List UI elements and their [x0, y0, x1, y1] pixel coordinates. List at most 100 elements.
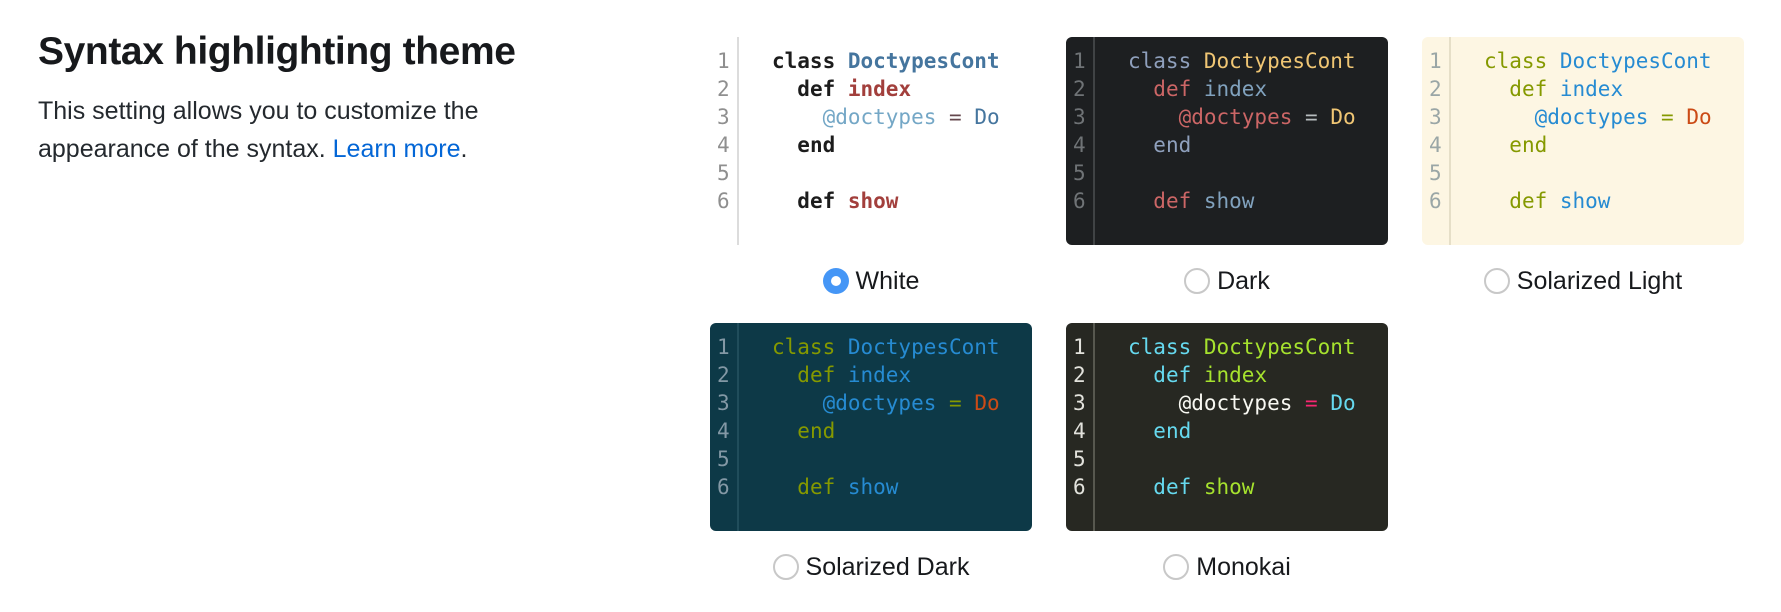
- line-number: 5: [717, 161, 730, 185]
- code-token: [1128, 391, 1179, 415]
- code-token: @doctypes: [1178, 105, 1293, 129]
- code-token: show: [847, 475, 899, 499]
- page-title: Syntax highlighting theme: [38, 30, 516, 73]
- line-number: 2: [1073, 77, 1086, 101]
- code-line: end: [1484, 131, 1744, 159]
- code-token: @doctypes: [822, 105, 937, 129]
- code-token: show: [1559, 189, 1611, 213]
- code-token: =: [949, 105, 962, 129]
- code-line: @doctypes = Do: [772, 103, 1032, 131]
- line-number: 2: [1429, 77, 1442, 101]
- code-token: [772, 133, 797, 157]
- code-line: def index: [772, 75, 1032, 103]
- line-number: 2: [717, 363, 730, 387]
- code-token: [1484, 77, 1509, 101]
- code-line: end: [772, 131, 1032, 159]
- code-token: [772, 189, 797, 213]
- code-token: def: [1153, 77, 1204, 101]
- code-line: [1484, 159, 1744, 187]
- theme-label-white: White: [855, 267, 920, 295]
- line-number: 3: [717, 391, 730, 415]
- line-number: 4: [717, 419, 730, 443]
- line-number: 3: [1429, 105, 1442, 129]
- code-token: show: [847, 189, 899, 213]
- code-token: end: [1509, 133, 1548, 157]
- code-token: def: [797, 475, 848, 499]
- code-token: [772, 105, 823, 129]
- code-token: Do: [1686, 105, 1712, 129]
- code-token: end: [797, 133, 836, 157]
- code-line: [1128, 445, 1388, 473]
- code-line: @doctypes = Do: [1484, 103, 1744, 131]
- code-line: def show: [1128, 187, 1388, 215]
- code-token: [962, 391, 975, 415]
- code-token: index: [1203, 77, 1268, 101]
- theme-label-solarized-dark: Solarized Dark: [805, 553, 970, 581]
- code-token: DoctypesCont: [1203, 335, 1356, 359]
- line-number: 3: [1073, 391, 1086, 415]
- code-token: show: [1203, 189, 1255, 213]
- code-token: [1128, 77, 1153, 101]
- theme-choice-solarized-light[interactable]: Solarized Light: [1483, 265, 1682, 297]
- code-token: [772, 77, 797, 101]
- code-token: index: [1559, 77, 1624, 101]
- line-number: 6: [1073, 189, 1086, 213]
- line-number: 1: [717, 49, 730, 73]
- code-token: [772, 475, 797, 499]
- theme-choice-monokai[interactable]: Monokai: [1163, 551, 1291, 583]
- code-token: class: [1128, 335, 1204, 359]
- code-token: [1318, 391, 1331, 415]
- code-sample: class DoctypesCont def index @doctypes =…: [739, 37, 1032, 245]
- code-line: class DoctypesCont: [772, 333, 1032, 361]
- line-number: 1: [1429, 49, 1442, 73]
- radio-solarized-light[interactable]: [1483, 268, 1510, 294]
- code-token: class: [1128, 49, 1204, 73]
- line-number: 6: [717, 189, 730, 213]
- code-token: [1484, 105, 1535, 129]
- line-number: 3: [1073, 105, 1086, 129]
- code-token: [1128, 475, 1153, 499]
- code-token: def: [1153, 189, 1204, 213]
- code-token: DoctypesCont: [1203, 49, 1356, 73]
- radio-white[interactable]: [822, 268, 849, 294]
- theme-choice-white[interactable]: White: [822, 265, 920, 297]
- code-token: [1318, 105, 1331, 129]
- code-token: =: [949, 391, 962, 415]
- code-token: DoctypesCont: [847, 49, 1000, 73]
- code-token: =: [1661, 105, 1674, 129]
- code-token: [1674, 105, 1687, 129]
- code-line: end: [1128, 417, 1388, 445]
- line-number: 4: [1073, 133, 1086, 157]
- radio-solarized-dark[interactable]: [772, 554, 799, 580]
- radio-dark[interactable]: [1184, 268, 1211, 294]
- code-token: class: [1484, 49, 1560, 73]
- description-text: This setting allows you to customize the…: [38, 97, 479, 163]
- theme-choice-solarized-dark[interactable]: Solarized Dark: [772, 551, 970, 583]
- code-line: @doctypes = Do: [1128, 103, 1388, 131]
- learn-more-link[interactable]: Learn more: [332, 135, 461, 163]
- code-token: def: [797, 77, 848, 101]
- line-number: 6: [717, 475, 730, 499]
- description-suffix: .: [460, 135, 468, 163]
- code-line: class DoctypesCont: [1128, 333, 1388, 361]
- radio-monokai[interactable]: [1163, 554, 1190, 580]
- line-number: 2: [1073, 363, 1086, 387]
- theme-choice-dark[interactable]: Dark: [1184, 265, 1270, 297]
- code-line: def index: [1128, 75, 1388, 103]
- code-token: Do: [1330, 105, 1356, 129]
- code-line: class DoctypesCont: [1484, 47, 1744, 75]
- code-line: end: [772, 417, 1032, 445]
- code-token: [1128, 363, 1153, 387]
- code-token: def: [1153, 475, 1204, 499]
- code-sample: class DoctypesCont def index @doctypes =…: [1095, 37, 1388, 245]
